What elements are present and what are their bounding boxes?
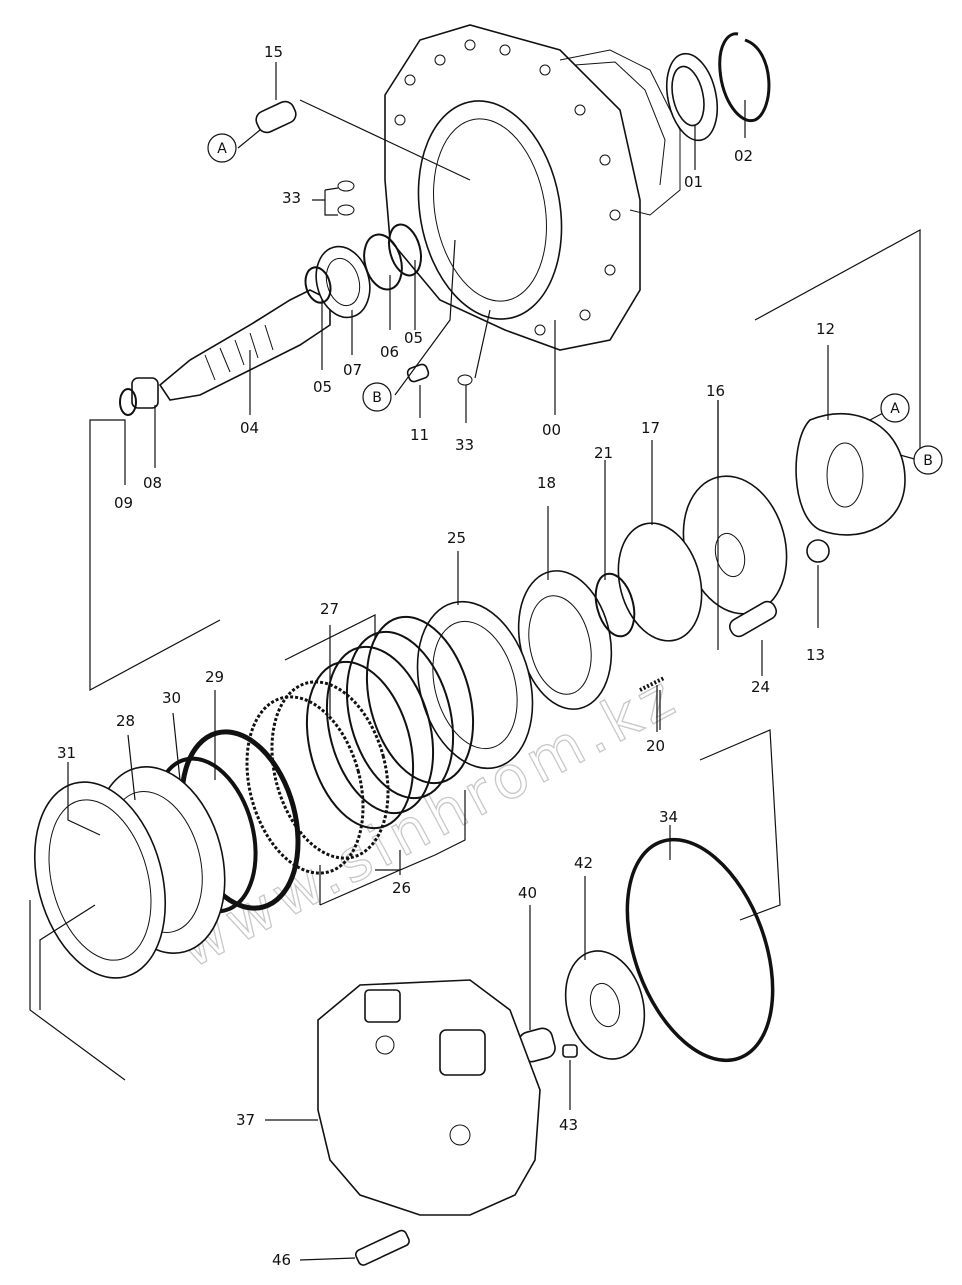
part-shaft-04 bbox=[158, 289, 331, 401]
label-13: 13 bbox=[806, 646, 825, 664]
label-37: 37 bbox=[236, 1111, 255, 1129]
label-33-bottom: 33 bbox=[455, 436, 474, 454]
part-separator-plates-27 bbox=[245, 680, 390, 875]
label-07: 07 bbox=[343, 361, 362, 379]
svg-text:A: A bbox=[217, 141, 227, 157]
part-labels: 15 33 01 02 00 33 11 04 05 07 06 05 08 0… bbox=[57, 43, 835, 1269]
label-26: 26 bbox=[392, 879, 411, 897]
label-25: 25 bbox=[447, 529, 466, 547]
part-bolt-46 bbox=[354, 1229, 410, 1266]
part-pin-43 bbox=[562, 1044, 578, 1058]
label-28: 28 bbox=[116, 712, 135, 730]
label-40: 40 bbox=[518, 884, 537, 902]
part-plate-12 bbox=[795, 412, 906, 536]
part-motor-body-37 bbox=[317, 979, 541, 1216]
callout-B-right: B bbox=[913, 445, 943, 475]
label-43: 43 bbox=[559, 1116, 578, 1134]
label-00: 00 bbox=[542, 421, 561, 439]
part-seal-01 bbox=[666, 52, 718, 142]
label-46: 46 bbox=[272, 1251, 291, 1269]
label-20: 20 bbox=[646, 737, 665, 755]
part-snap-ring-02 bbox=[718, 32, 771, 123]
label-09: 09 bbox=[114, 494, 133, 512]
label-17: 17 bbox=[641, 419, 660, 437]
svg-text:B: B bbox=[372, 390, 382, 406]
label-18: 18 bbox=[537, 474, 556, 492]
label-15: 15 bbox=[264, 43, 283, 61]
part-valve-plate-42 bbox=[564, 950, 646, 1060]
part-snap-ring-05b bbox=[304, 266, 332, 304]
part-plate-31 bbox=[33, 781, 167, 979]
part-collar-08 bbox=[131, 377, 159, 409]
label-30: 30 bbox=[162, 689, 181, 707]
part-piston-24 bbox=[728, 600, 778, 638]
part-o-ring-33-bottom bbox=[337, 204, 355, 216]
label-06: 06 bbox=[380, 343, 399, 361]
part-o-ring-33-lower bbox=[457, 374, 473, 386]
part-plate-17 bbox=[617, 522, 703, 642]
leader-lines bbox=[29, 62, 921, 1261]
label-29: 29 bbox=[205, 668, 224, 686]
part-housing-00 bbox=[384, 24, 681, 351]
label-34: 34 bbox=[659, 808, 678, 826]
part-o-ring-34 bbox=[625, 837, 775, 1063]
label-01: 01 bbox=[684, 173, 703, 191]
label-27: 27 bbox=[320, 600, 339, 618]
part-snap-ring-09 bbox=[119, 388, 137, 416]
label-02: 02 bbox=[734, 147, 753, 165]
part-ring-21 bbox=[594, 572, 636, 638]
label-08: 08 bbox=[143, 474, 162, 492]
label-42: 42 bbox=[574, 854, 593, 872]
part-o-ring-33-top bbox=[337, 180, 355, 192]
label-12: 12 bbox=[816, 320, 835, 338]
svg-text:B: B bbox=[923, 453, 933, 469]
part-snap-ring-05 bbox=[388, 223, 422, 277]
label-21: 21 bbox=[594, 444, 613, 462]
callout-A-left: A bbox=[207, 133, 237, 163]
part-pin-11 bbox=[406, 363, 430, 383]
label-24: 24 bbox=[751, 678, 770, 696]
label-11: 11 bbox=[410, 426, 429, 444]
part-pin-15 bbox=[255, 100, 297, 134]
label-31: 31 bbox=[57, 744, 76, 762]
part-ball-13 bbox=[806, 539, 830, 563]
label-05-left: 05 bbox=[313, 378, 332, 396]
label-33-top: 33 bbox=[282, 189, 301, 207]
callout-B-left: B bbox=[362, 382, 392, 412]
svg-text:A: A bbox=[890, 401, 900, 417]
callout-A-right: A bbox=[880, 393, 910, 423]
part-spring-20 bbox=[639, 676, 665, 692]
label-04: 04 bbox=[240, 419, 259, 437]
label-05-right: 05 bbox=[404, 329, 423, 347]
label-16: 16 bbox=[706, 382, 725, 400]
